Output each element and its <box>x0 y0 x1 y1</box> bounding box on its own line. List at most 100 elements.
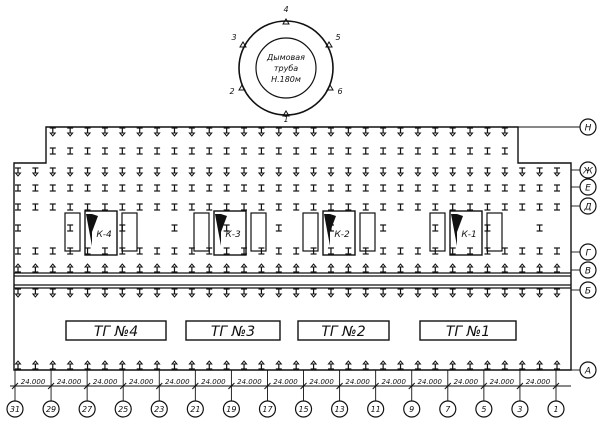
column-symbol <box>67 224 74 232</box>
column-symbol <box>170 127 179 137</box>
flue-marker <box>326 84 334 91</box>
column-symbol <box>396 263 405 273</box>
column-symbol <box>223 263 231 273</box>
column-symbol <box>554 247 560 255</box>
boiler-unit: К-4 <box>64 210 138 256</box>
row-axis-marker: Ж <box>571 161 597 179</box>
column-symbol <box>154 247 161 255</box>
column-symbol <box>310 288 318 298</box>
column-symbol <box>49 147 56 155</box>
column-symbol <box>553 288 561 298</box>
column-symbol <box>466 263 474 273</box>
column-symbol <box>397 147 404 155</box>
column-symbol <box>240 263 248 273</box>
column-symbol <box>223 147 230 155</box>
column-symbol <box>153 167 161 177</box>
column-symbol <box>501 288 509 298</box>
column-symbol <box>362 360 370 370</box>
column-symbol <box>449 203 456 211</box>
column-axis-marker: 29 <box>42 370 60 418</box>
column-symbol <box>136 147 143 155</box>
column-symbol <box>154 184 161 192</box>
column-symbol <box>397 184 404 192</box>
column-symbol <box>501 263 509 273</box>
column-symbol <box>49 184 56 192</box>
column-symbol <box>379 167 387 177</box>
column-symbol <box>49 167 57 177</box>
column-symbol <box>536 360 544 370</box>
column-symbol <box>327 184 334 192</box>
span-dimension: 24.000 <box>237 378 262 386</box>
column-symbol <box>414 167 422 177</box>
column-axis-label: 15 <box>298 405 308 414</box>
column-symbol <box>49 360 57 370</box>
column-symbol <box>327 360 335 370</box>
column-symbol <box>344 360 352 370</box>
row-axis-label: Е <box>585 184 591 194</box>
column-symbol <box>501 127 509 137</box>
column-symbol <box>414 203 421 211</box>
column-symbol <box>431 167 439 177</box>
column-symbol <box>275 127 283 137</box>
column-symbol <box>379 263 387 273</box>
column-symbol <box>101 127 109 137</box>
column-symbol <box>67 147 74 155</box>
row-axis-label: А <box>584 367 591 377</box>
row-axis-label: Б <box>585 287 591 297</box>
column-symbol <box>154 147 161 155</box>
column-symbol <box>292 263 300 273</box>
column-symbol <box>396 288 405 298</box>
column-axis-label: 7 <box>445 405 451 414</box>
column-symbol <box>258 184 265 192</box>
column-symbol <box>84 184 91 192</box>
column-symbol <box>293 247 300 255</box>
column-symbol <box>136 184 143 192</box>
column-symbol <box>536 288 544 298</box>
column-symbol <box>188 203 195 211</box>
column-symbol <box>118 167 126 177</box>
column-symbol <box>362 288 370 298</box>
column-symbol <box>380 203 387 211</box>
column-symbol <box>67 203 74 211</box>
column-symbol <box>310 203 317 211</box>
column-symbol <box>15 203 21 211</box>
column-symbol <box>484 203 491 211</box>
column-symbol <box>241 203 248 211</box>
column-symbol <box>553 360 561 370</box>
column-symbol <box>257 263 265 273</box>
flue-marker <box>325 41 333 48</box>
column-symbol <box>484 147 491 155</box>
flue-number: 6 <box>337 87 342 96</box>
turbogenerator-unit: ТГ №3 <box>185 320 281 341</box>
column-symbol <box>519 184 526 192</box>
column-symbol <box>66 360 74 370</box>
column-symbol <box>362 203 369 211</box>
column-symbol <box>101 203 108 211</box>
column-symbol <box>83 288 92 298</box>
column-symbol <box>275 360 283 370</box>
column-symbol <box>101 263 109 273</box>
column-symbol <box>483 167 492 177</box>
span-dimension: 24.000 <box>381 378 406 386</box>
column-symbol <box>31 167 39 177</box>
span-dimension: 24.000 <box>345 378 370 386</box>
column-symbol <box>345 203 352 211</box>
column-symbol <box>466 288 474 298</box>
column-symbol <box>257 167 265 177</box>
column-axis-marker: 19 <box>222 370 240 418</box>
span-dimension: 24.000 <box>21 378 46 386</box>
column-symbol <box>449 288 457 298</box>
column-axis-marker: 21 <box>186 370 204 418</box>
column-symbol <box>501 247 508 255</box>
column-symbol <box>275 167 283 177</box>
column-symbol <box>431 127 439 137</box>
column-symbol <box>466 360 474 370</box>
column-symbol <box>536 167 544 177</box>
column-symbol <box>171 247 178 255</box>
column-symbol <box>32 184 39 192</box>
column-symbol <box>223 127 231 137</box>
column-axis-marker: 13 <box>331 370 349 418</box>
column-symbol <box>223 167 231 177</box>
